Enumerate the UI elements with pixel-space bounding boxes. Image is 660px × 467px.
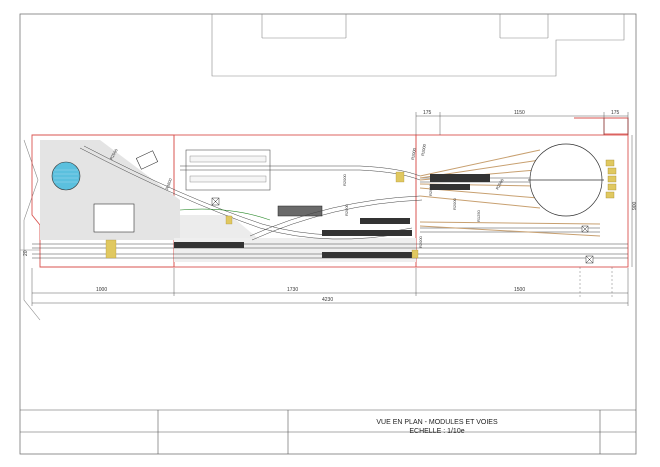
station-building xyxy=(93,203,135,233)
module-3 xyxy=(415,134,629,268)
track-label-6: R2000 xyxy=(420,143,427,156)
dim-top-middle: 1150 xyxy=(514,110,525,116)
turnouts xyxy=(174,174,490,258)
dim-left-height: 20 xyxy=(23,250,29,256)
track-label-1: R2000 xyxy=(109,147,120,160)
dim-module-1: 1000 xyxy=(96,287,107,293)
top-dimensions xyxy=(415,112,629,135)
bottom-dimensions xyxy=(31,268,629,306)
cross-boxes xyxy=(211,197,594,264)
dim-top-right: 175 xyxy=(611,110,620,116)
building-outline xyxy=(211,14,625,77)
track-label-group: R2000 R1800 R2000 R2000 R2000 R2000 R200… xyxy=(109,143,506,248)
dim-module-3: 1500 xyxy=(514,287,525,293)
water-tower-circle xyxy=(51,161,81,191)
track-label-11: R2000 xyxy=(495,177,506,190)
roundhouse-tracks xyxy=(419,149,601,237)
dark-building xyxy=(277,205,323,217)
water-tower-hatch xyxy=(54,169,78,183)
dim-module-2: 1730 xyxy=(287,287,298,293)
sheet-border xyxy=(19,13,637,455)
track-label-4: R2000 xyxy=(344,203,349,216)
small-shed xyxy=(135,150,159,170)
track-label-7: R2000 xyxy=(428,183,433,196)
plan-title: VUE EN PLAN - MODULES ET VOIES xyxy=(376,419,498,426)
dim-total: 4230 xyxy=(322,297,333,303)
turntable-stalls xyxy=(605,159,617,199)
track-label-9: R2000 xyxy=(418,235,423,248)
dim-top-left: 175 xyxy=(423,110,432,116)
markers xyxy=(105,171,419,259)
plan-scale: ECHELLE : 1/10e xyxy=(409,428,465,435)
dim-right-height: 900 xyxy=(632,201,638,210)
title-block-text: VUE EN PLAN - MODULES ET VOIES ECHELLE :… xyxy=(352,418,522,436)
track-label-3: R2000 xyxy=(342,173,347,186)
track-label-10: R1250 xyxy=(476,209,481,222)
green-track xyxy=(179,208,271,221)
track-label-5: R2000 xyxy=(410,147,417,160)
track-label-2: R1800 xyxy=(164,177,173,191)
left-wall xyxy=(20,139,41,321)
title-block xyxy=(20,409,636,454)
track-label-8: R2000 xyxy=(452,197,457,210)
right-dashes xyxy=(579,267,613,298)
